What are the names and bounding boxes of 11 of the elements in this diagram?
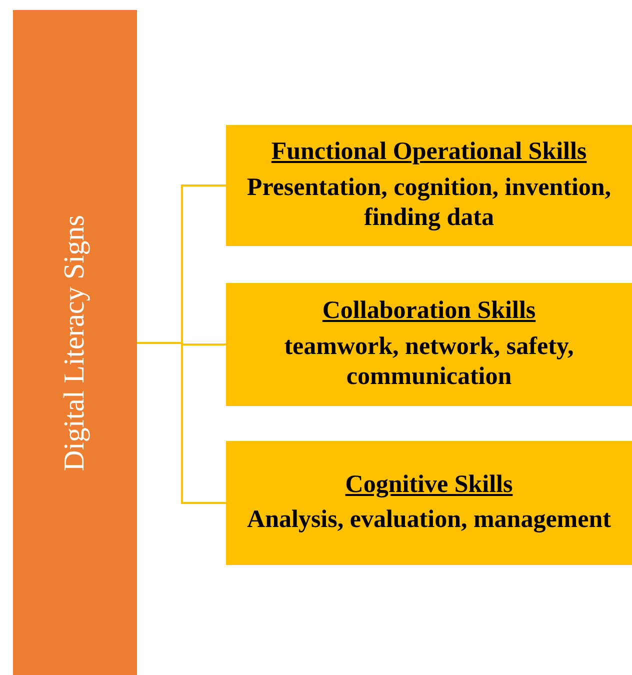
skill-heading: Cognitive Skills	[345, 470, 513, 500]
skill-heading: Functional Operational Skills	[271, 138, 587, 167]
skill-box	[226, 441, 632, 565]
skill-box	[226, 283, 632, 406]
category-bar	[13, 10, 137, 675]
skill-description: Analysis, evaluation, management	[247, 505, 611, 536]
skill-description: Presentation, cognition, invention, finding data	[246, 172, 612, 233]
skill-box	[226, 125, 632, 246]
category-title: Digital Literacy Signs	[58, 214, 92, 471]
skill-description: teamwork, network, safety, communication	[283, 332, 575, 392]
skill-heading: Collaboration Skills	[322, 297, 536, 326]
